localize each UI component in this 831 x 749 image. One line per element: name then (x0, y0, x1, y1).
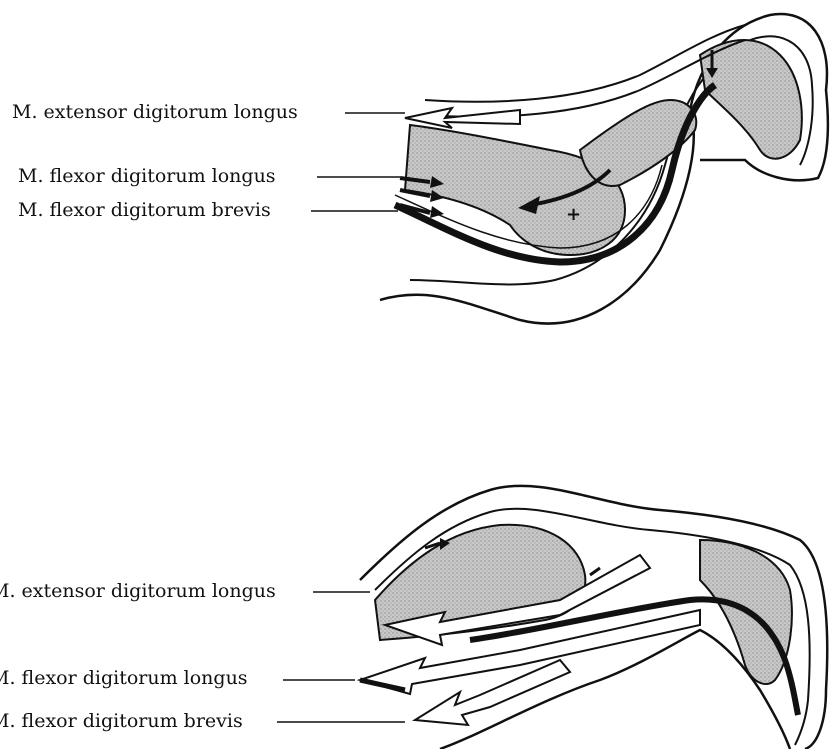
bottom-label-flexor-digitorum-brevis: M. flexor digitorum brevis (0, 710, 243, 732)
bottom-label-extensor-digitorum-longus: M. extensor digitorum longus (0, 580, 276, 602)
bottom-label-flexor-digitorum-longus: M. flexor digitorum longus (0, 667, 248, 689)
